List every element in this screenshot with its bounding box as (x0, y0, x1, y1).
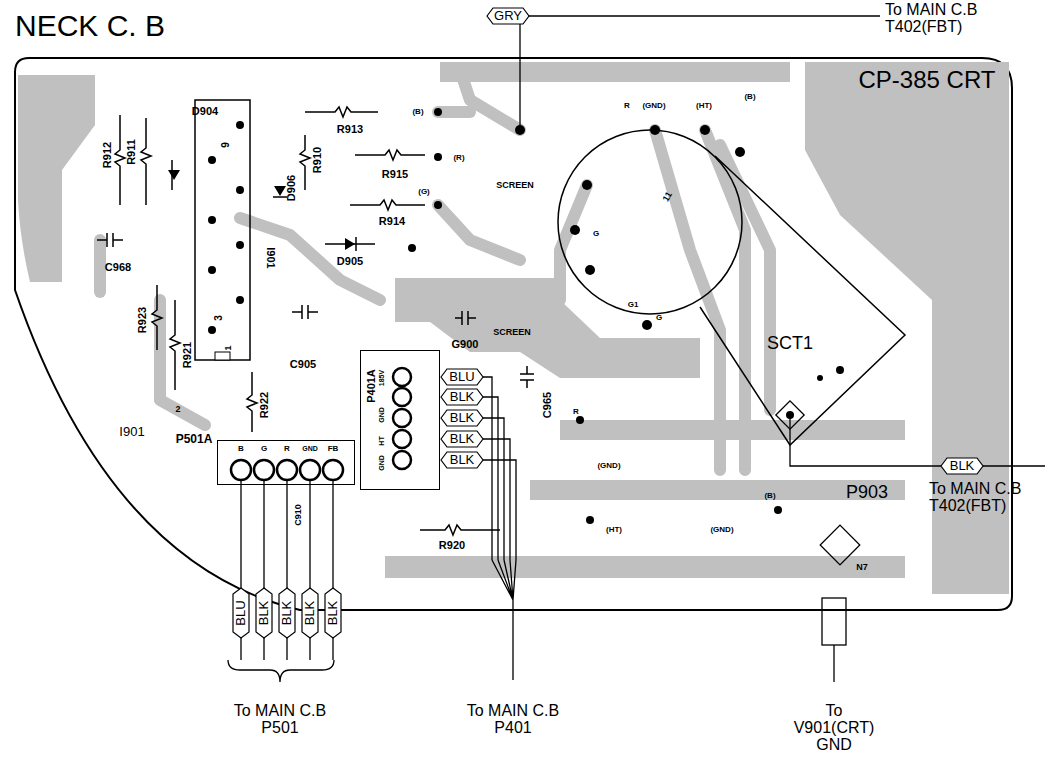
component-label: BLK (450, 453, 475, 467)
component-label: 1 (224, 345, 233, 350)
component-label: R915 (382, 169, 408, 181)
component-label: R921 (182, 342, 194, 368)
component-label: GRY (494, 9, 522, 23)
component-label: GND (378, 407, 385, 423)
component-label: I901 (119, 425, 144, 439)
component-label: To MAIN C.B P401 (451, 703, 576, 737)
component-label: G (656, 314, 662, 322)
connector-box: P501A (217, 440, 355, 485)
component-label: R912 (102, 142, 114, 168)
component-label: R922 (259, 392, 271, 418)
component-label: R911 (126, 139, 138, 165)
component-label: (GND) (710, 526, 733, 534)
component-label: R913 (337, 124, 363, 136)
component-label: 11 (662, 191, 675, 204)
component-label: G900 (452, 339, 479, 351)
component-label: BLK (950, 459, 975, 473)
component-label: D906 (286, 175, 298, 201)
component-label: BLU (234, 600, 248, 625)
component-label: SCREEN (493, 328, 531, 337)
component-label: C968 (105, 262, 131, 274)
component-label: BLK (450, 411, 475, 425)
component-label: SCT1 (767, 334, 813, 353)
component-label: To MAIN C.B T402(FBT) (885, 2, 1003, 36)
component-label: SCREEN (496, 181, 534, 190)
part-label: P501A (176, 433, 213, 446)
component-label: GND (378, 455, 385, 471)
component-label: C910 (294, 504, 303, 526)
component-label: FB (328, 445, 339, 453)
component-label: R (573, 408, 579, 416)
component-label: 185V (378, 370, 385, 386)
component-label: R (284, 445, 290, 453)
connector-box: P401A (360, 350, 440, 490)
component-label: (B) (744, 93, 755, 101)
component-label: C965 (542, 392, 554, 418)
component-label: D905 (337, 256, 363, 268)
component-label: R923 (137, 307, 149, 333)
component-label: BLK (326, 601, 340, 626)
component-label: BLK (450, 432, 475, 446)
component-label: (GND) (642, 102, 665, 110)
part-label: P401A (366, 369, 378, 403)
component-label: (GND) (597, 462, 620, 470)
component-label: BLU (449, 370, 474, 384)
diagram-title: NECK C. B (15, 10, 165, 42)
component-label: 2 (175, 405, 180, 414)
component-label: BLK (450, 390, 475, 404)
component-label: 3 (214, 315, 225, 321)
component-label: (G) (418, 188, 430, 196)
component-label: G (593, 230, 599, 238)
part-label: CP-385 CRT (859, 67, 996, 92)
component-label: To MAIN C.B P501 (218, 703, 343, 737)
component-label: I901 (264, 247, 276, 268)
component-label: (B) (412, 108, 423, 116)
component-label: (B) (764, 492, 775, 500)
component-label: R920 (439, 540, 465, 552)
component-label: GND (302, 445, 318, 452)
component-label: R910 (312, 147, 324, 173)
component-label: R (624, 102, 630, 110)
component-label: HT (378, 436, 385, 445)
component-label: B (238, 445, 244, 453)
component-label: To V901(CRT) GND (784, 703, 884, 753)
component-label: N7 (856, 563, 868, 572)
component-label: BLK (303, 601, 317, 626)
component-label: (HT) (696, 102, 712, 110)
component-label: BLK (280, 601, 294, 626)
component-label: G (261, 445, 267, 453)
component-label: To MAIN C.B T402(FBT) (929, 481, 1043, 515)
component-label: BLK (257, 601, 271, 626)
component-label: (HT) (606, 526, 622, 534)
component-label: R914 (379, 216, 405, 228)
component-label: C905 (290, 359, 316, 371)
component-label: 9 (221, 142, 232, 148)
component-label: G1 (628, 301, 639, 309)
component-label: (R) (453, 154, 464, 162)
component-label: P903 (846, 483, 888, 502)
component-label: D904 (192, 106, 218, 118)
